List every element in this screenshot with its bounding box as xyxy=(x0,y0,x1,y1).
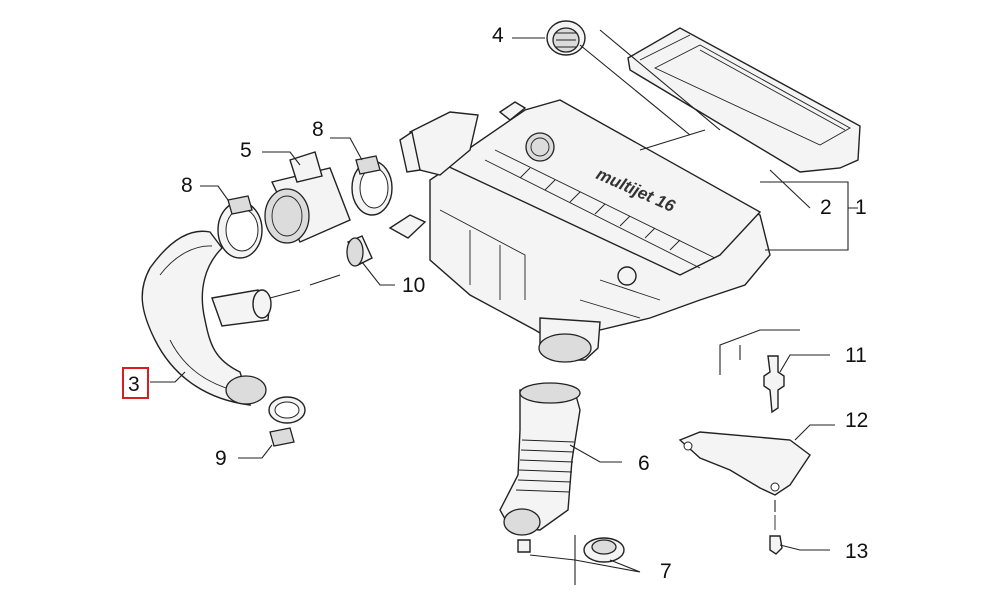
air-hose xyxy=(141,230,272,406)
part-number-12: 12 xyxy=(845,409,868,432)
part-number-8-right: 8 xyxy=(312,118,324,141)
fitting-part xyxy=(346,235,373,267)
part-number-11: 11 xyxy=(845,344,867,367)
part-number-13: 13 xyxy=(845,540,868,563)
clamp-left xyxy=(217,195,263,259)
plug-part xyxy=(546,20,586,56)
part-number-8-left: 8 xyxy=(181,174,193,197)
part-number-1: 1 xyxy=(855,196,867,219)
bolt-upper xyxy=(763,355,785,414)
part-numbers: 1 2 3 4 5 6 7 8 8 9 10 11 12 13 xyxy=(122,24,868,583)
clamp-right xyxy=(351,155,393,216)
part-number-9: 9 xyxy=(215,447,227,470)
part-number-5: 5 xyxy=(240,139,252,162)
part-number-10: 10 xyxy=(402,274,425,297)
part-number-6: 6 xyxy=(638,452,650,475)
leader-lines xyxy=(150,29,858,585)
air-flow-meter xyxy=(264,151,351,244)
filter-element xyxy=(627,27,861,173)
part-number-4: 4 xyxy=(492,24,504,47)
hose-clamp-small xyxy=(268,396,306,447)
air-filter-box: multijet 16 xyxy=(388,99,771,363)
bracket xyxy=(678,431,811,496)
bolt-lower xyxy=(769,515,783,555)
grommet xyxy=(583,537,625,563)
part-number-2: 2 xyxy=(820,196,832,219)
intake-duct xyxy=(499,382,581,553)
part-number-3: 3 xyxy=(128,373,140,396)
part-number-7: 7 xyxy=(660,560,672,583)
part-3-highlight-box xyxy=(122,367,149,399)
